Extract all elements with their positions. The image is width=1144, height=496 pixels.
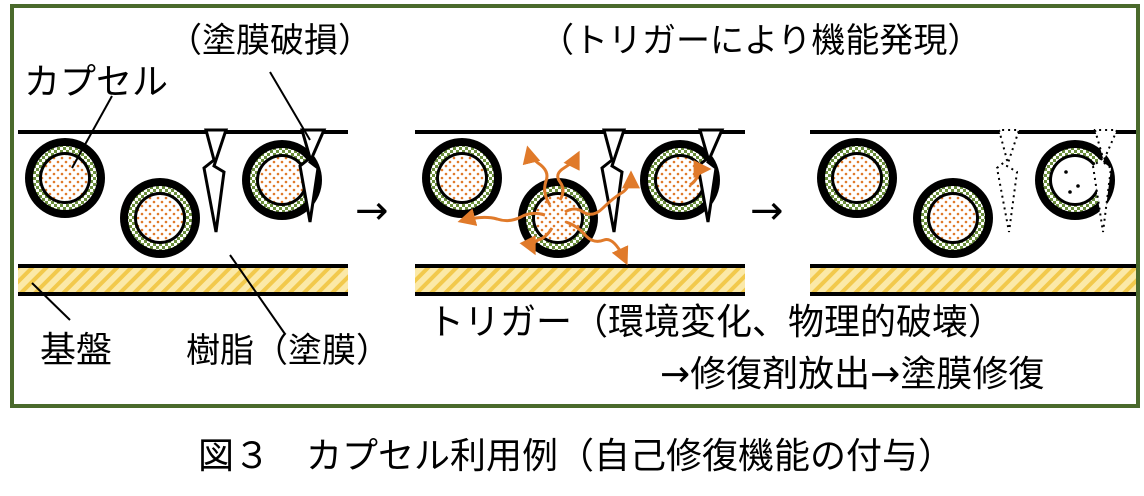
substrate-layer: [415, 268, 745, 292]
capsule: [913, 178, 993, 258]
leader-damage: [269, 71, 311, 141]
label-trigger-function: （トリガーにより機能発現）: [540, 21, 981, 61]
crack: [298, 128, 327, 223]
step-arrow: →: [750, 188, 784, 234]
capsule: [120, 178, 200, 258]
capsule: [817, 138, 897, 218]
leader-resin: [229, 254, 286, 335]
capsule: [422, 138, 502, 218]
crack: [202, 128, 229, 233]
step-arrow: →: [355, 188, 389, 234]
repaired-crack: [1091, 129, 1119, 233]
panel-1-damaged-coating: [18, 71, 348, 335]
capsule: [25, 138, 105, 218]
leader-substrate: [31, 282, 71, 321]
label-substrate: 基盤: [40, 330, 112, 371]
release-arrows: [457, 145, 712, 266]
substrate-layer: [18, 268, 348, 292]
capsule-releasing: [518, 178, 598, 258]
label-capsule: カプセル: [24, 62, 168, 103]
panel-2-trigger-release: [415, 128, 745, 296]
label-resin-coating: 樹脂（塗膜）: [186, 331, 390, 371]
label-trigger-description: トリガー（環境変化、物理的破壊）: [428, 302, 1004, 343]
label-coating-damage: （塗膜破損）: [168, 21, 372, 61]
leader-capsule: [71, 95, 113, 169]
capsule: [640, 140, 720, 220]
figure-caption: 図３ カプセル利用例（自己修復機能の付与）: [198, 436, 954, 477]
crack: [600, 128, 627, 233]
label-repair-process: →修復剤放出→塗膜修復: [660, 354, 1044, 395]
repaired-crack: [995, 129, 1021, 233]
capsule-broken: [242, 140, 322, 220]
panel-3-repaired-coating: [810, 129, 1136, 296]
substrate-layer: [810, 268, 1136, 292]
capsule-emptied: [1035, 140, 1115, 220]
